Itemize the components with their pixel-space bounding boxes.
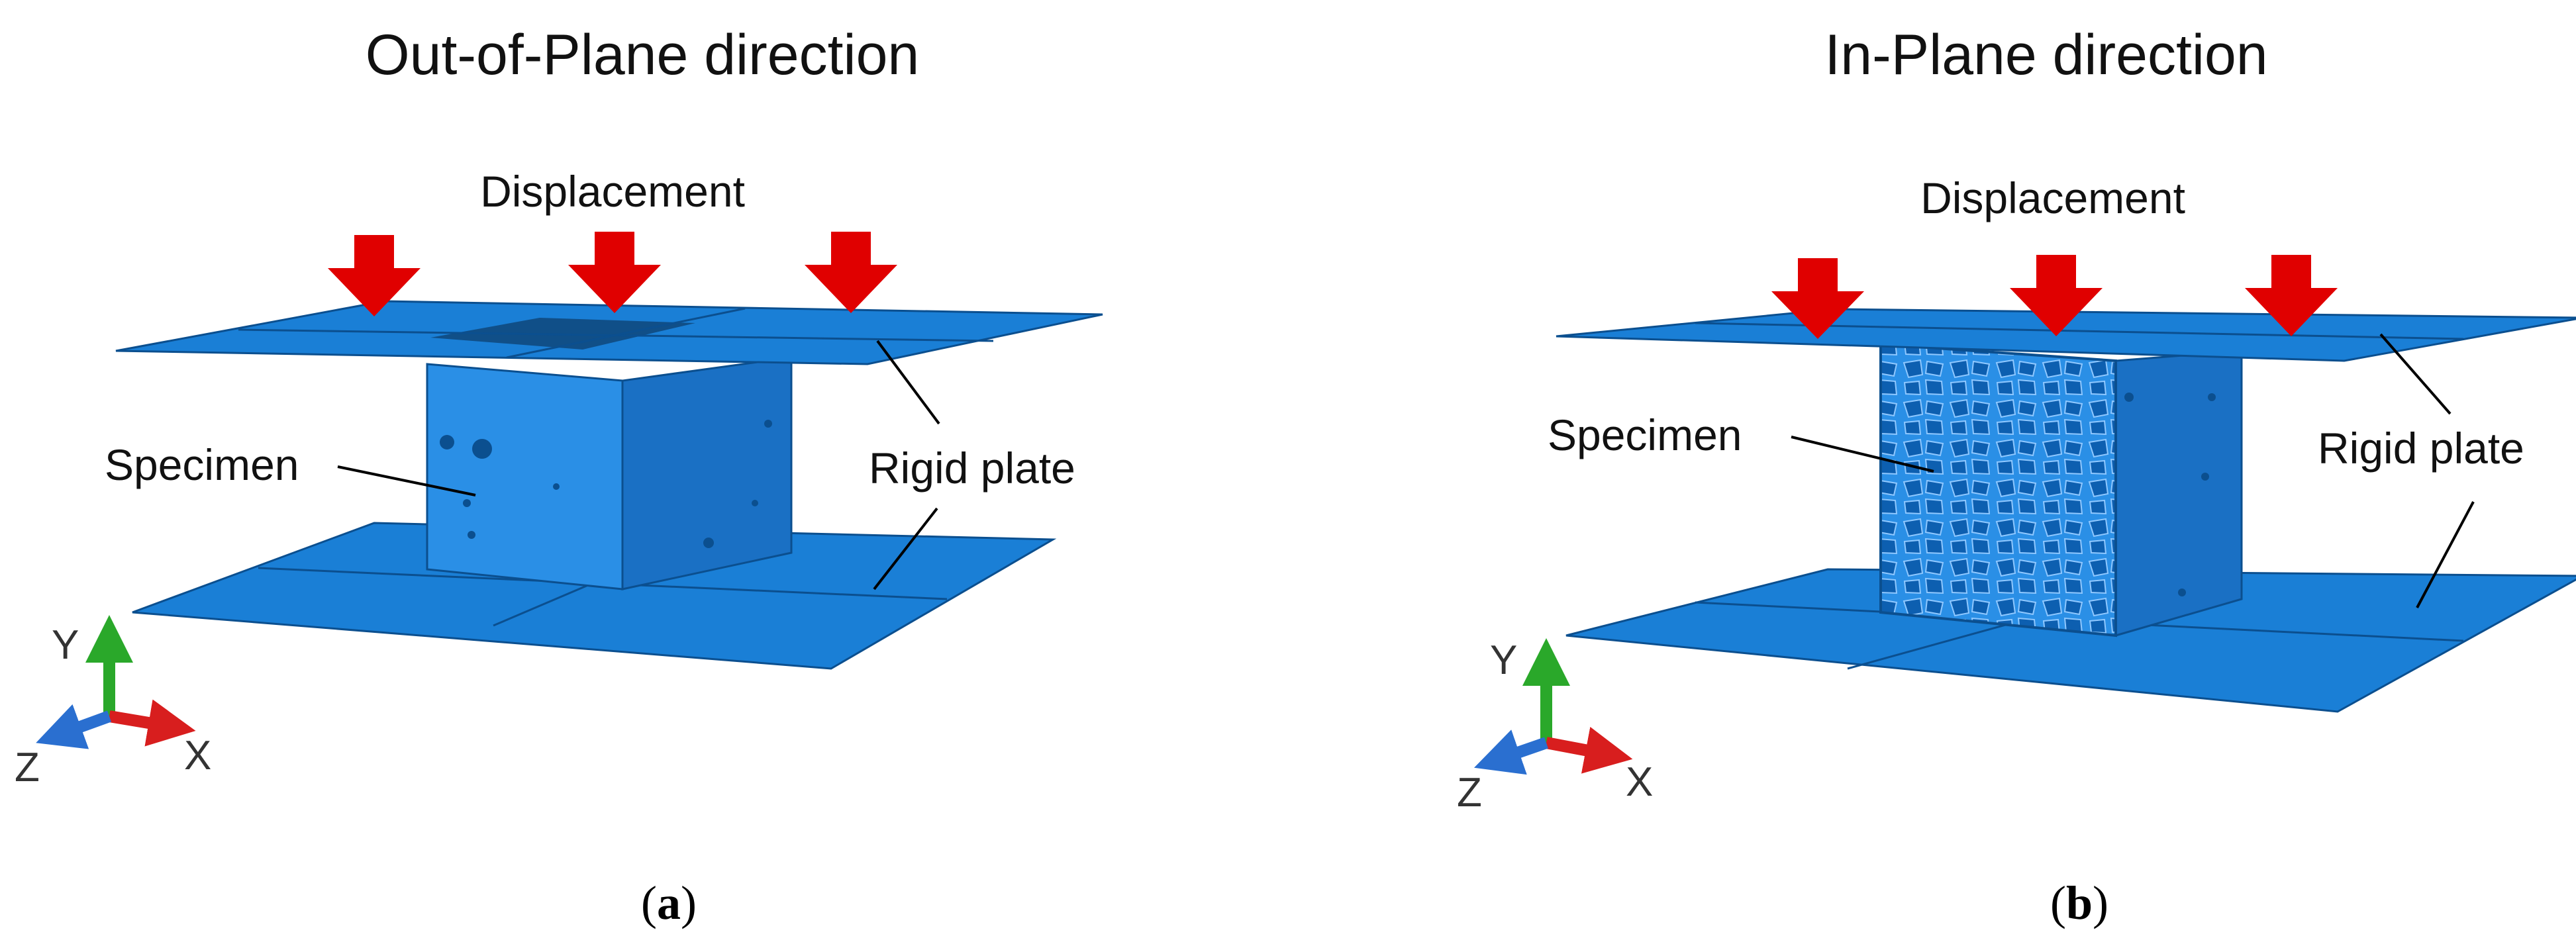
panel-title: Out-of-Plane direction (366, 23, 920, 87)
axis-z-label: Z (15, 745, 40, 790)
specimen-label: Specimen (1548, 410, 1742, 459)
panel-title: In-Plane direction (1824, 23, 2267, 87)
specimen-hole (2201, 473, 2209, 481)
specimen-hole (553, 483, 560, 490)
down-arrow-icon (805, 232, 897, 313)
down-arrow-icon (328, 235, 421, 316)
rigid-plate-label: Rigid plate (869, 444, 1075, 493)
specimen-side-face (621, 356, 793, 590)
specimen-hole (703, 538, 714, 548)
leader-line (1791, 436, 1934, 473)
specimen-hole (752, 500, 758, 506)
axis-triad-icon (1473, 638, 1633, 775)
leader-line (2379, 333, 2452, 415)
panel-caption: (b) (2050, 876, 2108, 929)
displacement-arrows (1771, 255, 2338, 339)
specimen-hole (2124, 393, 2134, 402)
displacement-label: Displacement (480, 167, 745, 216)
rigid-plate-label: Rigid plate (2318, 424, 2524, 473)
leader-line (876, 340, 940, 425)
bottom-rigid-plate (132, 522, 1057, 670)
down-arrow-icon (2245, 255, 2338, 336)
down-arrow-icon (2010, 255, 2103, 336)
specimen-hole (463, 499, 471, 507)
specimen-hole (468, 531, 475, 539)
leader-line (873, 507, 938, 590)
displacement-label: Displacement (1920, 173, 2185, 222)
specimen-hole (440, 435, 454, 449)
axis-triad-icon (36, 615, 196, 749)
specimen-front-face (426, 363, 624, 590)
down-arrow-icon (1771, 258, 1864, 339)
axis-y-label: Y (52, 622, 79, 668)
specimen-label: Specimen (105, 440, 299, 489)
bottom-rigid-plate (1565, 568, 2576, 713)
axis-y-label: Y (1490, 637, 1517, 683)
axis-z-label: Z (1457, 770, 1482, 816)
specimen-front-face (1879, 342, 2117, 637)
specimen-hole (2208, 393, 2216, 401)
specimen-hole (764, 420, 772, 428)
panel-a: Out-of-Plane direction Displacement Spec… (15, 23, 1103, 929)
displacement-arrows (328, 232, 897, 316)
axis-x-label: X (1626, 759, 1653, 805)
specimen-hole (2178, 589, 2186, 596)
panel-caption: (a) (641, 876, 697, 929)
leader-line (337, 465, 476, 496)
axis-x-label: X (184, 733, 211, 778)
specimen-hole (472, 439, 492, 459)
leader-line (2416, 501, 2475, 608)
down-arrow-icon (568, 232, 661, 313)
plate-seam (506, 307, 746, 359)
panel-b: In-Plane direction Displacement Specimen… (1457, 23, 2576, 929)
